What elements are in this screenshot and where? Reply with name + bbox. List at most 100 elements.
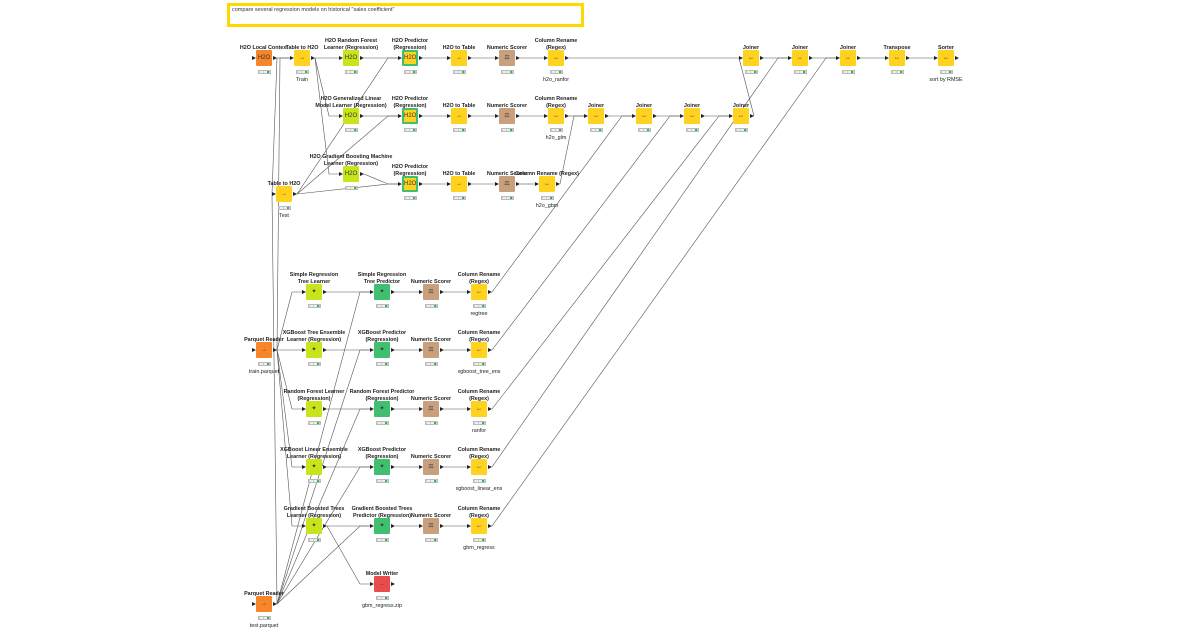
- input-port[interactable]: [836, 56, 840, 60]
- input-port[interactable]: [467, 465, 471, 469]
- input-port[interactable]: [584, 114, 588, 118]
- connection-parquet-reader-test-to-gbt-predictor[interactable]: [276, 525, 370, 605]
- connection-parquet-reader-train-to-rf-learner[interactable]: [276, 349, 302, 410]
- output-port[interactable]: [488, 407, 492, 411]
- input-port[interactable]: [419, 465, 423, 469]
- manipulator-icon[interactable]: ↔: [588, 108, 604, 124]
- input-port[interactable]: [467, 524, 471, 528]
- connection-parquet-reader-test-to-simple-rt-predictor[interactable]: [276, 291, 370, 605]
- learner-icon[interactable]: ✦: [306, 284, 322, 300]
- input-port[interactable]: [302, 348, 306, 352]
- output-port[interactable]: [440, 407, 444, 411]
- node-caption[interactable]: gbm_regress.zip: [362, 603, 402, 609]
- connection-h2o-local-context-to-table-to-h2o-test[interactable]: [271, 57, 278, 195]
- input-port[interactable]: [447, 182, 451, 186]
- h2o-convert-icon[interactable]: →: [451, 176, 467, 192]
- connection-joiner-4-to-joiner-5[interactable]: [738, 57, 755, 117]
- input-port[interactable]: [370, 465, 374, 469]
- manipulator-icon[interactable]: ↔: [840, 50, 856, 66]
- input-port[interactable]: [632, 114, 636, 118]
- h2o-learner-icon[interactable]: H2O: [343, 50, 359, 66]
- input-port[interactable]: [272, 192, 276, 196]
- node-caption[interactable]: gbm_regress: [463, 545, 495, 551]
- output-port[interactable]: [419, 114, 423, 118]
- input-port[interactable]: [535, 182, 539, 186]
- scorer-icon[interactable]: ⚖: [423, 342, 439, 358]
- input-port[interactable]: [495, 182, 499, 186]
- connection-column-rename-6-to-joiner-4[interactable]: [491, 115, 729, 410]
- input-port[interactable]: [934, 56, 938, 60]
- output-port[interactable]: [857, 56, 861, 60]
- input-port[interactable]: [302, 524, 306, 528]
- output-port[interactable]: [311, 56, 315, 60]
- scorer-icon[interactable]: ⚖: [499, 50, 515, 66]
- manipulator-icon[interactable]: ↔: [471, 401, 487, 417]
- h2o-convert-icon[interactable]: →: [451, 50, 467, 66]
- node-caption[interactable]: sort by RMSE: [929, 77, 963, 83]
- output-port[interactable]: [488, 290, 492, 294]
- output-port[interactable]: [653, 114, 657, 118]
- input-port[interactable]: [370, 290, 374, 294]
- input-port[interactable]: [302, 465, 306, 469]
- input-port[interactable]: [370, 524, 374, 528]
- input-port[interactable]: [398, 56, 402, 60]
- node-caption[interactable]: xgboost_tree_ens: [457, 369, 501, 375]
- input-port[interactable]: [447, 56, 451, 60]
- connection-table-to-h2o-train-to-h2o-glm-learner[interactable]: [314, 57, 339, 117]
- node-caption[interactable]: regtree: [470, 311, 488, 317]
- connection-parquet-reader-test-to-table-to-h2o-test[interactable]: [271, 193, 278, 605]
- input-port[interactable]: [495, 114, 499, 118]
- scorer-icon[interactable]: ⚖: [499, 108, 515, 124]
- connection-parquet-reader-train-to-xgb-linear-learner[interactable]: [276, 349, 302, 468]
- output-port[interactable]: [516, 56, 520, 60]
- writer-icon[interactable]: ←: [374, 576, 390, 592]
- output-port[interactable]: [565, 56, 569, 60]
- input-port[interactable]: [467, 348, 471, 352]
- manipulator-icon[interactable]: ↔: [471, 342, 487, 358]
- h2o-convert-icon[interactable]: →: [276, 186, 292, 202]
- input-port[interactable]: [544, 114, 548, 118]
- input-port[interactable]: [370, 407, 374, 411]
- output-port[interactable]: [323, 524, 327, 528]
- learner-icon[interactable]: ✦: [306, 518, 322, 534]
- learner-icon[interactable]: ✦: [306, 459, 322, 475]
- manipulator-icon[interactable]: ↔: [636, 108, 652, 124]
- h2o-context-icon[interactable]: H2O: [256, 50, 272, 66]
- output-port[interactable]: [488, 348, 492, 352]
- input-port[interactable]: [370, 582, 374, 586]
- output-port[interactable]: [391, 290, 395, 294]
- connection-parquet-reader-train-to-table-to-h2o-train[interactable]: [276, 57, 290, 351]
- input-port[interactable]: [398, 182, 402, 186]
- output-port[interactable]: [273, 348, 277, 352]
- output-port[interactable]: [440, 348, 444, 352]
- connection-table-to-h2o-train-to-h2o-gbm-learner[interactable]: [314, 57, 339, 175]
- input-port[interactable]: [467, 290, 471, 294]
- output-port[interactable]: [468, 182, 472, 186]
- output-port[interactable]: [605, 114, 609, 118]
- predictor-icon[interactable]: ✦: [374, 518, 390, 534]
- input-port[interactable]: [467, 407, 471, 411]
- node-caption[interactable]: Train: [295, 77, 309, 83]
- output-port[interactable]: [516, 114, 520, 118]
- manipulator-icon[interactable]: ↔: [889, 50, 905, 66]
- output-port[interactable]: [273, 602, 277, 606]
- connection-parquet-reader-test-to-rf-predictor[interactable]: [276, 408, 370, 605]
- h2o-predictor-icon[interactable]: H2O: [402, 176, 418, 192]
- output-port[interactable]: [556, 182, 560, 186]
- output-port[interactable]: [323, 465, 327, 469]
- input-port[interactable]: [419, 407, 423, 411]
- input-port[interactable]: [729, 114, 733, 118]
- connection-parquet-reader-test-to-xgb-predictor-1[interactable]: [276, 349, 370, 605]
- output-port[interactable]: [273, 56, 277, 60]
- output-port[interactable]: [440, 524, 444, 528]
- connection-column-rename-4-to-joiner-2[interactable]: [491, 115, 632, 293]
- output-port[interactable]: [360, 114, 364, 118]
- output-port[interactable]: [440, 290, 444, 294]
- output-port[interactable]: [955, 56, 959, 60]
- output-port[interactable]: [419, 56, 423, 60]
- node-caption[interactable]: h2o_glm: [545, 135, 567, 141]
- output-port[interactable]: [419, 182, 423, 186]
- workflow-annotation[interactable]: compare several regression models on his…: [227, 3, 584, 27]
- node-caption[interactable]: h2o_gbm: [535, 203, 559, 209]
- input-port[interactable]: [252, 56, 256, 60]
